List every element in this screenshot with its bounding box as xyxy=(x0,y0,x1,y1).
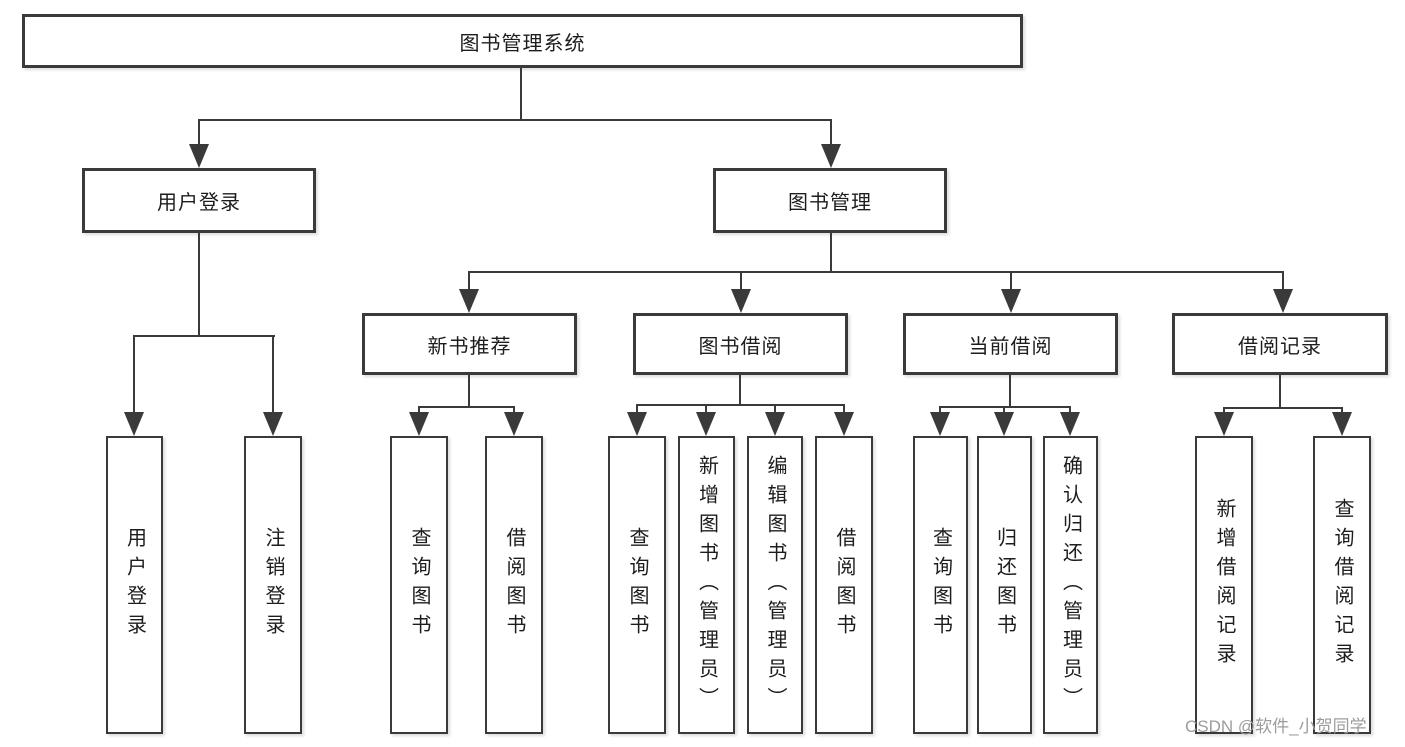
leaf-return-books: 归还图书 xyxy=(977,436,1032,734)
connector-records-stub xyxy=(1223,407,1225,414)
arrowhead-down-icon xyxy=(189,144,209,168)
arrowhead-down-icon xyxy=(1273,289,1293,313)
node-root: 图书管理系统 xyxy=(22,14,1023,68)
leaf-add-borrow-record-label: 新增借阅记录 xyxy=(1213,498,1235,672)
arrowhead-down-icon xyxy=(124,412,144,436)
leaf-borrow-books-recommend-label: 借阅图书 xyxy=(503,527,525,643)
arrowhead-down-icon xyxy=(696,412,716,436)
node-book-borrow: 图书借阅 xyxy=(633,313,848,375)
arrowhead-down-icon xyxy=(627,412,647,436)
connector-newbook-stub xyxy=(418,406,420,416)
connector-records-vertical xyxy=(1279,375,1281,409)
node-new-book-recommend: 新书推荐 xyxy=(362,313,577,375)
connector-userlogin-stub xyxy=(133,335,135,417)
connector-records-horizontal xyxy=(1223,407,1343,409)
arrowhead-down-icon xyxy=(459,289,479,313)
connector-currentborrow-stub xyxy=(1069,406,1071,414)
leaf-add-book-admin: 新增图书（管理员） xyxy=(678,436,735,734)
leaf-borrow-books-label: 借阅图书 xyxy=(833,527,855,643)
watermark: CSDN @软件_小贺同学 xyxy=(1185,717,1367,736)
node-book-management: 图书管理 xyxy=(713,168,947,233)
arrowhead-down-icon xyxy=(1332,412,1352,436)
connector-bookborrow-stub xyxy=(705,404,707,416)
leaf-logout: 注销登录 xyxy=(244,436,302,734)
leaf-edit-book-admin: 编辑图书（管理员） xyxy=(747,436,803,734)
arrowhead-down-icon xyxy=(263,412,283,436)
leaf-borrow-books-recommend: 借阅图书 xyxy=(485,436,543,734)
arrowhead-down-icon xyxy=(834,412,854,436)
connector-bookmgmt-stub xyxy=(468,271,470,293)
connector-bookmgmt-stub xyxy=(1010,271,1012,293)
arrowhead-down-icon xyxy=(1060,412,1080,436)
connector-root-left-stub xyxy=(198,119,200,149)
node-book-borrow-label: 图书借阅 xyxy=(698,335,783,358)
node-user-login: 用户登录 xyxy=(82,168,316,233)
connector-newbook-vertical xyxy=(468,375,470,408)
connector-bookmgmt-vertical xyxy=(830,233,832,273)
connector-bookmgmt-stub xyxy=(1282,271,1284,293)
leaf-edit-book-admin-label: 编辑图书（管理员） xyxy=(764,454,786,716)
leaf-confirm-return-admin: 确认归还（管理员） xyxy=(1043,436,1098,734)
connector-bookborrow-stub xyxy=(843,404,845,416)
connector-currentborrow-horizontal xyxy=(939,406,1071,408)
connector-userlogin-horizontal xyxy=(133,335,275,337)
arrowhead-down-icon xyxy=(765,412,785,436)
connector-currentborrow-stub xyxy=(1003,406,1005,414)
arrowhead-down-icon xyxy=(504,412,524,436)
connector-root-right-stub xyxy=(830,119,832,149)
leaf-query-borrow-record-label: 查询借阅记录 xyxy=(1331,498,1353,672)
node-borrow-records-label: 借阅记录 xyxy=(1238,335,1322,358)
node-user-login-label: 用户登录 xyxy=(157,192,241,214)
connector-newbook-stub xyxy=(513,406,515,416)
connector-currentborrow-stub xyxy=(939,406,941,414)
connector-records-stub xyxy=(1341,407,1343,414)
leaf-query-books-recommend-label: 查询图书 xyxy=(408,527,430,643)
leaf-query-books-current-label: 查询图书 xyxy=(929,527,952,643)
connector-bookborrow-vertical xyxy=(739,375,741,406)
leaf-query-books-borrow: 查询图书 xyxy=(608,436,666,734)
connector-root-vertical xyxy=(520,68,522,121)
connector-newbook-horizontal xyxy=(418,406,515,408)
leaf-user-login-label: 用户登录 xyxy=(123,527,146,643)
arrowhead-down-icon xyxy=(731,289,751,313)
arrowhead-down-icon xyxy=(1001,289,1021,313)
node-root-label: 图书管理系统 xyxy=(459,32,586,55)
leaf-query-borrow-record: 查询借阅记录 xyxy=(1313,436,1371,734)
leaf-query-books-borrow-label: 查询图书 xyxy=(626,527,648,643)
arrowhead-down-icon xyxy=(930,412,950,436)
leaf-borrow-books: 借阅图书 xyxy=(815,436,873,734)
connector-currentborrow-vertical xyxy=(1009,375,1011,408)
connector-bookborrow-stub xyxy=(774,404,776,416)
connector-bookmgmt-stub xyxy=(740,271,742,293)
leaf-logout-label: 注销登录 xyxy=(262,527,284,643)
node-current-borrow-label: 当前借阅 xyxy=(968,335,1053,358)
node-book-management-label: 图书管理 xyxy=(788,192,872,214)
leaf-confirm-return-admin-label: 确认归还（管理员） xyxy=(1059,454,1082,716)
connector-root-horizontal xyxy=(198,119,832,121)
connector-userlogin-vertical xyxy=(198,233,200,337)
connector-bookmgmt-horizontal xyxy=(468,271,1284,273)
leaf-user-login: 用户登录 xyxy=(106,436,163,734)
connector-userlogin-stub xyxy=(272,335,274,417)
leaf-query-books-recommend: 查询图书 xyxy=(390,436,448,734)
connector-bookborrow-horizontal xyxy=(636,404,845,406)
leaf-return-books-label: 归还图书 xyxy=(993,527,1016,643)
node-new-book-recommend-label: 新书推荐 xyxy=(427,335,512,358)
leaf-add-borrow-record: 新增借阅记录 xyxy=(1195,436,1253,734)
node-borrow-records: 借阅记录 xyxy=(1172,313,1388,375)
leaf-query-books-current: 查询图书 xyxy=(913,436,968,734)
connector-bookborrow-stub xyxy=(636,404,638,416)
arrowhead-down-icon xyxy=(1214,412,1234,436)
node-current-borrow: 当前借阅 xyxy=(903,313,1118,375)
arrowhead-down-icon xyxy=(821,144,841,168)
arrowhead-down-icon xyxy=(409,412,429,436)
leaf-add-book-admin-label: 新增图书（管理员） xyxy=(695,454,718,716)
arrowhead-down-icon xyxy=(994,412,1014,436)
